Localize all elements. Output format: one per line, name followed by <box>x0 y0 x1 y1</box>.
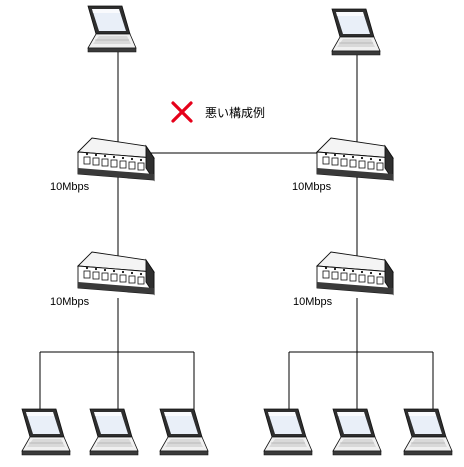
laptop-icon <box>159 408 209 456</box>
switch-icon <box>77 251 155 295</box>
laptop-icon <box>87 5 137 53</box>
laptop-icon <box>263 408 313 456</box>
connection-lines <box>39 52 434 416</box>
switch-speed-label: 10Mbps <box>50 181 90 193</box>
laptop-icon <box>403 408 453 456</box>
switch-speed-label: 10Mbps <box>50 296 90 308</box>
laptop-icon <box>332 408 382 456</box>
switch-icon <box>316 251 394 295</box>
laptop-icon <box>331 8 381 56</box>
laptop-icon <box>89 408 139 456</box>
switch-speed-label: 10Mbps <box>292 181 332 193</box>
diagram-title: 悪い構成例 <box>205 106 265 120</box>
red-x-mark-icon <box>171 101 193 123</box>
switch-icon <box>77 137 155 181</box>
laptop-icon <box>21 408 71 456</box>
switch-speed-label: 10Mbps <box>293 296 333 308</box>
switch-icon <box>316 137 394 181</box>
